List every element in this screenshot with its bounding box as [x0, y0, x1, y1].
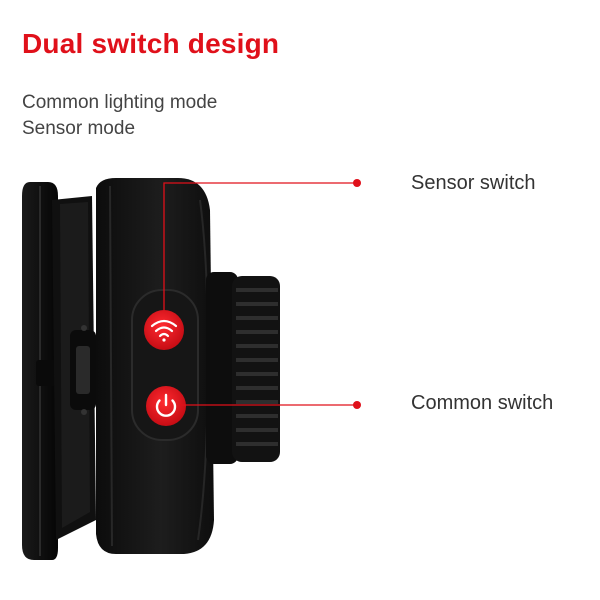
- power-icon: [155, 393, 177, 417]
- common-callout-line: [180, 401, 361, 409]
- page-title: Dual switch design: [22, 28, 280, 59]
- mode-list: Common lighting mode Sensor mode: [22, 90, 217, 142]
- sensor-switch-button[interactable]: [144, 310, 184, 350]
- common-switch-label: Common switch: [411, 392, 554, 414]
- common-switch-button[interactable]: [146, 386, 186, 426]
- sensor-callout-line: [163, 179, 361, 310]
- mode-item-common-lighting: Common lighting mode: [22, 92, 218, 113]
- strap-clip: [22, 182, 58, 560]
- headlamp-body: [96, 178, 214, 554]
- mode-item-sensor: Sensor mode: [22, 118, 136, 139]
- sensor-switch-label: Sensor switch: [411, 172, 536, 194]
- wifi-sensor-icon: [150, 319, 178, 342]
- side-bracket: [52, 196, 96, 540]
- lens-knob: [206, 272, 280, 464]
